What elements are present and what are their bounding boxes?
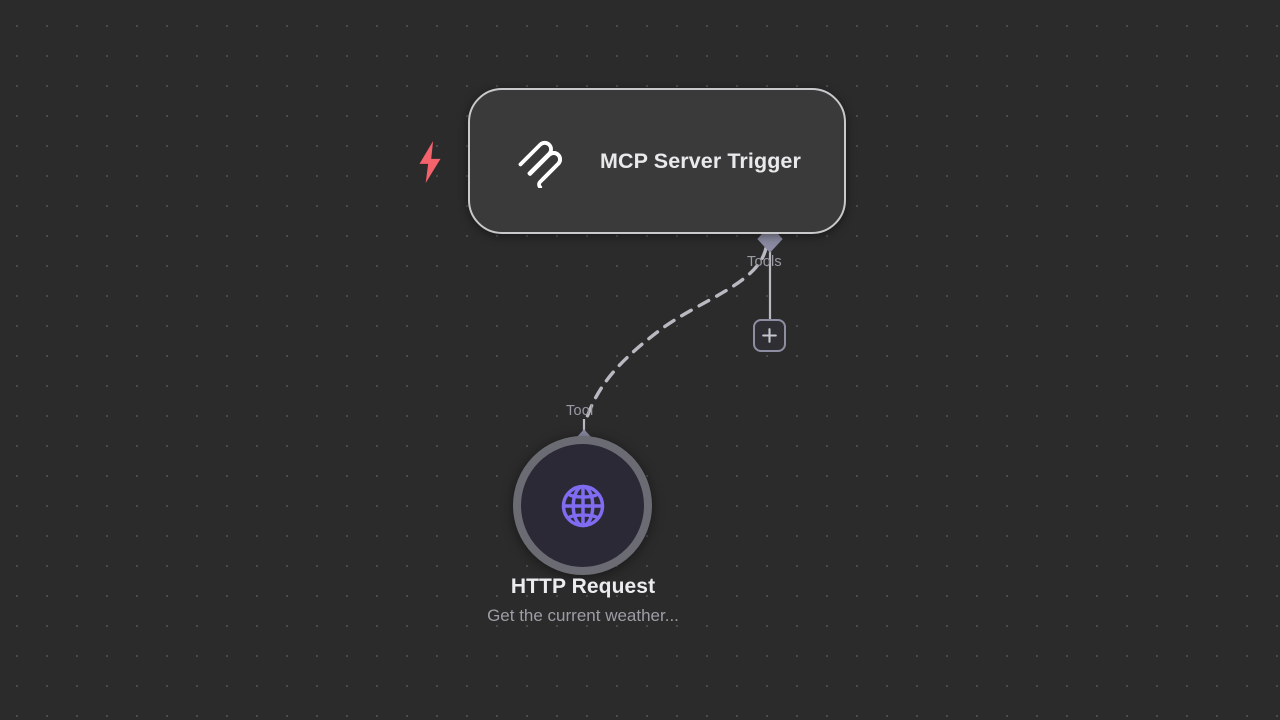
- plus-icon: [762, 328, 777, 343]
- node-title-mcp-server-trigger: MCP Server Trigger: [600, 148, 801, 173]
- connector-label-tools: Tools: [747, 254, 782, 270]
- connector-label-tool: Tool: [566, 403, 594, 419]
- lightning-bolt-icon: [419, 141, 441, 183]
- tools-to-http-request-edge: [584, 246, 768, 422]
- globe-icon: [561, 484, 604, 527]
- node-labels-http-request: HTTP Request Get the current weather...: [433, 574, 733, 628]
- node-title-http-request: HTTP Request: [510, 575, 656, 598]
- node-mcp-server-trigger[interactable]: MCP Server Trigger: [468, 88, 846, 234]
- node-subtitle-http-request: Get the current weather...: [487, 606, 679, 625]
- mcp-logo-icon: [518, 140, 562, 188]
- node-http-request[interactable]: [513, 436, 652, 575]
- add-tool-button[interactable]: [753, 319, 786, 352]
